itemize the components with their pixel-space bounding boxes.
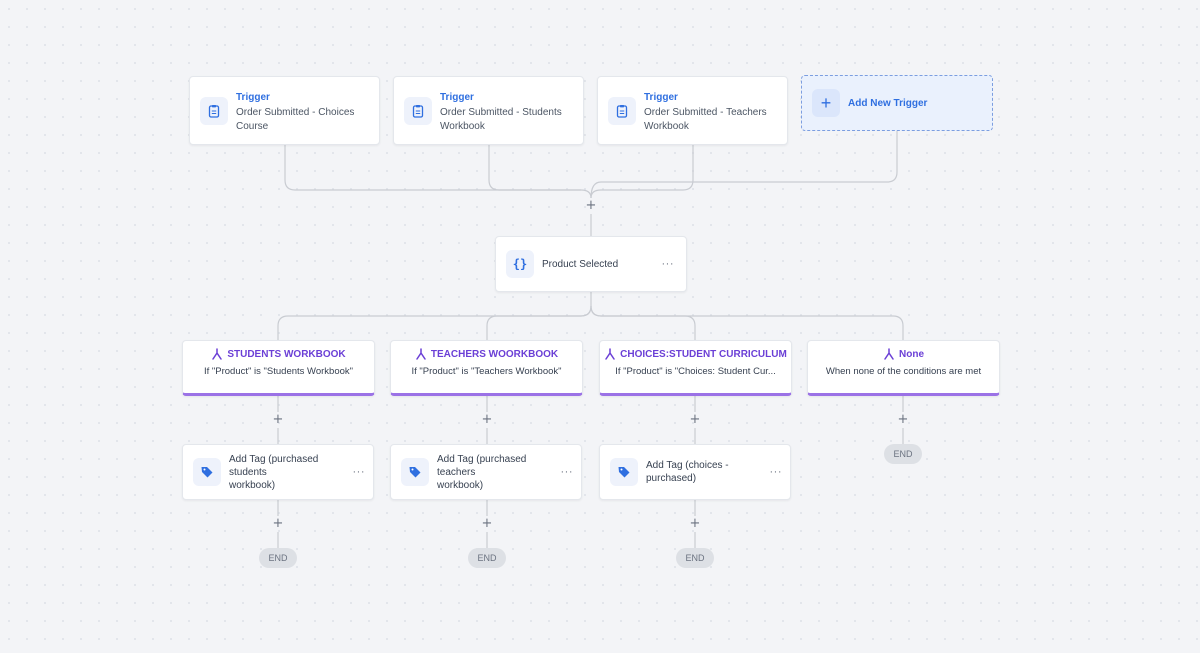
branch-students-workbook[interactable]: STUDENTS WORKBOOK If "Product" is "Stude… (182, 340, 375, 396)
add-step-plus-button[interactable]: + (689, 412, 701, 427)
trigger-description-cont: Course (236, 121, 269, 132)
trigger-title: Trigger (440, 92, 474, 103)
end-pill: END (468, 548, 506, 568)
connector-branch-4 (590, 305, 904, 340)
connector-branch-2 (486, 305, 592, 340)
trigger-node-teachers-workbook[interactable]: Trigger Order Submitted - Teachers Workb… (597, 76, 788, 145)
split-icon (212, 348, 223, 360)
branch-none[interactable]: None When none of the conditions are met (807, 340, 1000, 396)
product-selected-node[interactable]: {} Product Selected ··· (495, 236, 687, 292)
clipboard-icon (404, 97, 432, 125)
split-icon (605, 348, 615, 360)
more-options-button[interactable]: ··· (352, 466, 365, 478)
add-new-trigger-button[interactable]: + Add New Trigger (801, 75, 993, 131)
add-step-plus-button[interactable]: + (481, 516, 493, 531)
add-step-plus-button[interactable]: + (585, 198, 597, 213)
branch-condition: If "Product" is "Choices: Student Cur... (615, 366, 776, 377)
trigger-description-cont: Workbook (644, 121, 689, 132)
action-label: Add Tag (choices - (646, 460, 729, 471)
more-options-button[interactable]: ··· (661, 258, 674, 270)
connector-trigger-1 (284, 145, 592, 199)
trigger-description-cont: Workbook (440, 121, 485, 132)
trigger-description: Order Submitted - Students (440, 106, 562, 118)
more-options-button[interactable]: ··· (769, 466, 782, 478)
action-label-cont: purchased) (646, 473, 697, 484)
branch-title: TEACHERS WOORKBOOK (430, 348, 559, 360)
branch-title: STUDENTS WORKBOOK (227, 348, 346, 360)
tag-icon (401, 458, 429, 486)
add-step-plus-button[interactable]: + (272, 516, 284, 531)
connector-trigger-2 (488, 145, 581, 191)
trigger-title: Trigger (644, 92, 678, 103)
add-new-trigger-label: Add New Trigger (848, 97, 928, 109)
branch-teachers-workbook[interactable]: TEACHERS WOORKBOOK If "Product" is "Teac… (390, 340, 583, 396)
clipboard-icon (200, 97, 228, 125)
add-step-plus-button[interactable]: + (897, 412, 909, 427)
plus-icon: + (812, 89, 840, 117)
connector-branch-3 (590, 305, 696, 340)
add-step-plus-button[interactable]: + (272, 412, 284, 427)
end-pill: END (259, 548, 297, 568)
more-options-button[interactable]: ··· (560, 466, 573, 478)
trigger-title: Trigger (236, 92, 270, 103)
clipboard-icon (608, 97, 636, 125)
branch-title: None (899, 348, 924, 360)
action-label: Add Tag (purchased students (229, 453, 319, 478)
action-add-tag-choices[interactable]: Add Tag (choices - purchased) ··· (599, 444, 791, 500)
add-step-plus-button[interactable]: + (689, 516, 701, 531)
tag-icon (193, 458, 221, 486)
action-label-cont: workbook) (229, 479, 276, 491)
end-pill: END (884, 444, 922, 464)
split-icon (884, 348, 894, 360)
trigger-node-choices-course[interactable]: Trigger Order Submitted - Choices Course (189, 76, 380, 145)
branch-condition: If "Product" is "Students Workbook" (203, 366, 354, 377)
branch-condition: If "Product" is "Teachers Workbook" (411, 366, 562, 377)
branch-condition: When none of the conditions are met (825, 366, 982, 377)
split-icon (416, 348, 426, 360)
end-pill: END (676, 548, 714, 568)
trigger-description: Order Submitted - Teachers (644, 106, 767, 118)
braces-icon: {} (506, 250, 534, 278)
add-step-plus-button[interactable]: + (481, 412, 493, 427)
connector-trigger-3 (590, 145, 694, 199)
connector-add-trigger (590, 131, 898, 199)
branch-choices-student-curriculum[interactable]: CHOICES:STUDENT CURRICULUM If "Product" … (599, 340, 792, 396)
action-label: Add Tag (purchased teachers (437, 453, 527, 478)
action-label-cont: workbook) (437, 479, 484, 491)
tag-icon (610, 458, 638, 486)
branch-title: CHOICES:STUDENT CURRICULUM (620, 348, 787, 360)
product-selected-label: Product Selected (542, 258, 619, 270)
trigger-description: Order Submitted - Choices (236, 106, 355, 118)
trigger-node-students-workbook[interactable]: Trigger Order Submitted - Students Workb… (393, 76, 584, 145)
